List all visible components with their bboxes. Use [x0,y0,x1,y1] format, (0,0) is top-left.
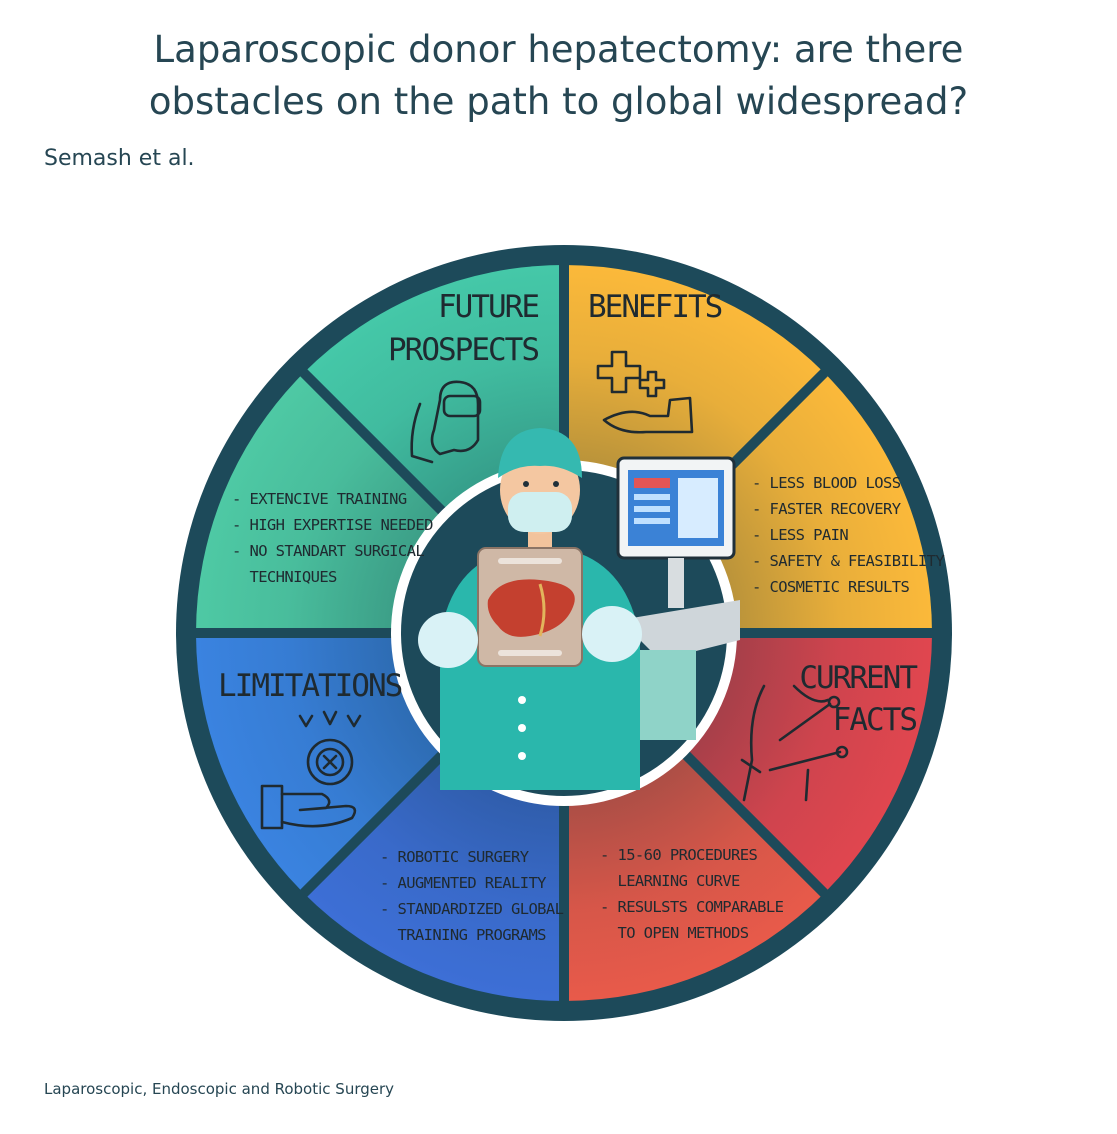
future-prospects-heading-1: FUTURE [438,289,538,325]
current-facts-heading-2: FACTS [833,702,917,738]
lower-right-item: LEARNING CURVE [600,872,740,890]
left-upper-item: - NO STANDART SURGICAL [232,542,424,560]
benefits-list: - LESS BLOOD LOSS - FASTER RECOVERY - LE… [752,474,946,596]
lower-right-item: - 15-60 PROCEDURES [600,846,757,864]
page-title: Laparoscopic donor hepatectomy: are ther… [0,24,1117,128]
left-upper-item: - HIGH EXPERTISE NEEDED [232,516,433,534]
title-line-1: Laparoscopic donor hepatectomy: are ther… [153,28,964,71]
lower-left-list: - ROBOTIC SURGERY - AUGMENTED REALITY - … [380,848,564,944]
lower-left-item: TRAINING PROGRAMS [380,926,546,944]
surgeon-with-liver-icon [418,428,740,790]
authors: Semash et al. [44,146,195,171]
future-prospects-heading-2: PROSPECTS [388,332,538,368]
lower-left-item: - AUGMENTED REALITY [380,874,547,892]
lower-right-item: - RESULSTS COMPARABLE [600,898,784,916]
benefits-item: - LESS PAIN [752,526,848,544]
left-upper-list: - EXTENCIVE TRAINING - HIGH EXPERTISE NE… [232,490,434,586]
x-hand-icon [260,710,362,830]
benefits-item: - SAFETY & FEASIBILITY [752,552,945,570]
lower-right-item: TO OPEN METHODS [600,924,749,942]
benefits-item: - LESS BLOOD LOSS [752,474,901,492]
journal-name: Laparoscopic, Endoscopic and Robotic Sur… [44,1080,395,1098]
left-upper-item: TECHNIQUES [232,568,337,586]
title-line-2: obstacles on the path to global widespre… [148,80,969,123]
left-upper-item: - EXTENCIVE TRAINING [232,490,407,508]
benefits-item: - FASTER RECOVERY [752,500,902,518]
vr-headset-icon [410,380,482,464]
laparoscopy-ports-icon [740,684,849,802]
current-facts-heading-1: CURRENT [799,660,917,696]
benefits-heading: BENEFITS [588,289,722,325]
benefits-item: - COSMETIC RESULTS [752,578,909,596]
lower-left-item: - ROBOTIC SURGERY [380,848,530,866]
lower-left-item: - STANDARDIZED GLOBAL [380,900,564,918]
plus-hand-icon [596,350,694,434]
lower-right-list: - 15-60 PROCEDURES LEARNING CURVE - RESU… [600,846,784,942]
limitations-heading: LIMITATIONS [218,668,402,704]
